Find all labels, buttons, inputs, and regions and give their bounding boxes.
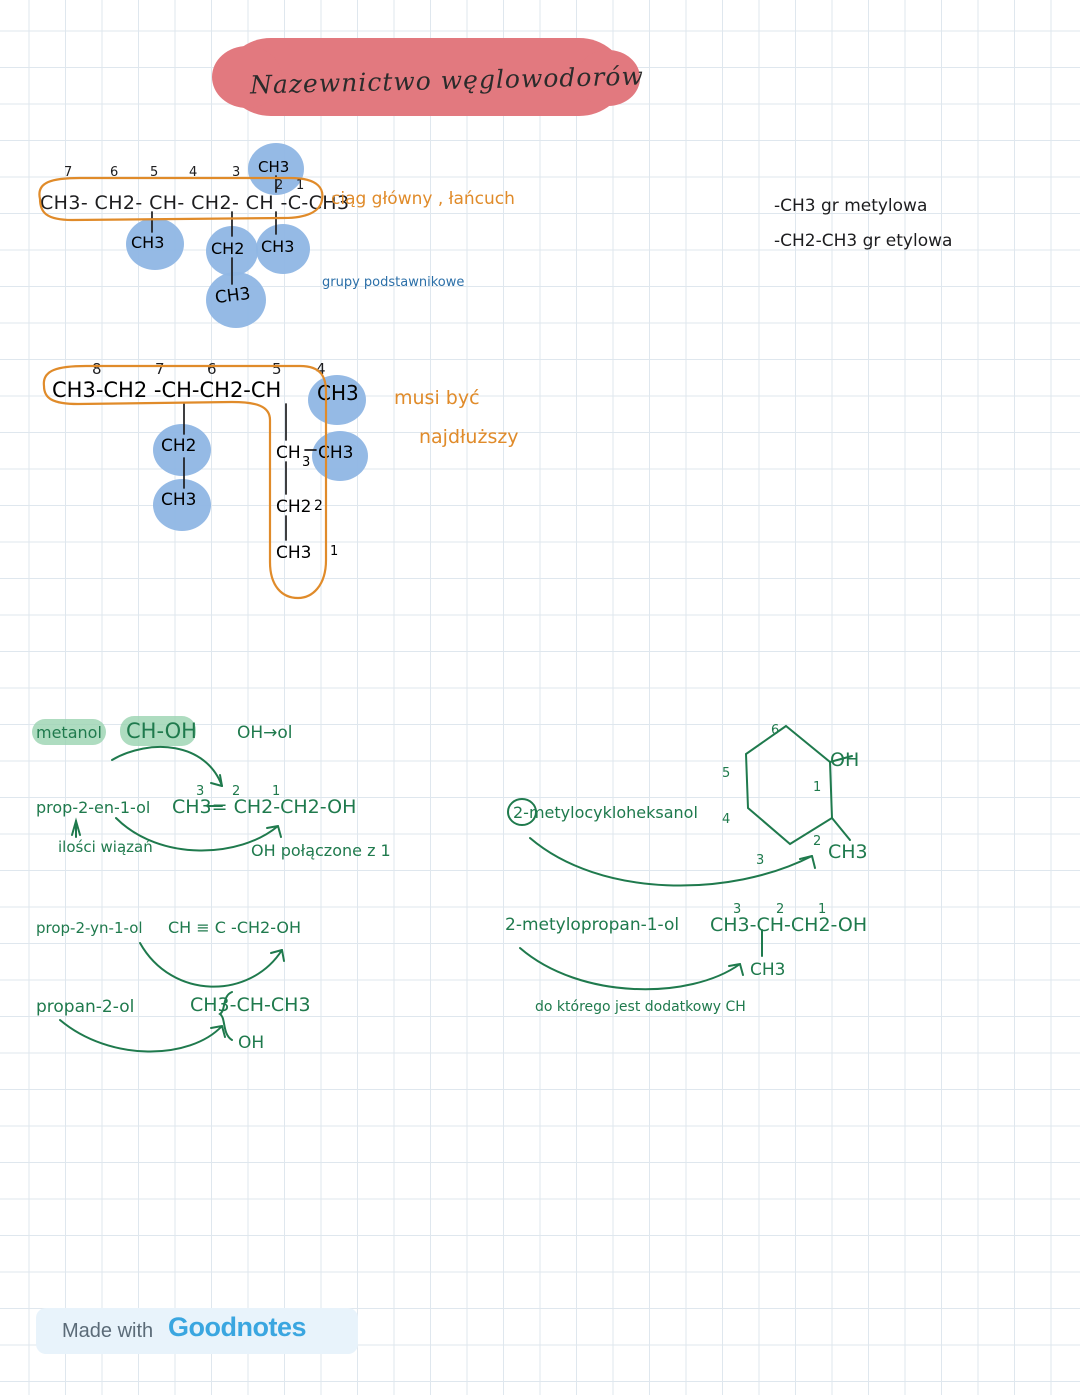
chain2-branch-left-ch2: CH2 xyxy=(161,436,197,456)
goodnotes-made-with: Made with xyxy=(62,1320,154,1342)
chain2-branch-mid-num3: 3 xyxy=(302,455,311,470)
note-bond-count: ilości wiązań xyxy=(58,838,153,856)
formula2-num-2: 2 xyxy=(776,902,785,917)
chain2-branch-mid-ch2: CH2 xyxy=(276,497,312,517)
note-longest: najdłuższy xyxy=(419,426,519,448)
goodnotes-footer xyxy=(36,1308,358,1354)
chain2-number-5: 5 xyxy=(272,360,282,378)
chain2-branch-mid-num2: 2 xyxy=(314,498,323,514)
label-substituents: grupy podstawnikowe xyxy=(322,275,465,290)
highlight-metanol xyxy=(32,719,106,745)
chain1-branch-ch2: CH2 xyxy=(211,239,245,258)
ring-number-6: 6 xyxy=(771,723,780,738)
alcohol-name-prop-2-yn-1-ol: prop-2-yn-1-ol xyxy=(36,919,143,937)
alcohol-name-2-metylocykloheksanol: 2-metylocykloheksanol xyxy=(513,803,698,822)
ring-number-2: 2 xyxy=(813,834,822,849)
alcohol-name-metanol: metanol xyxy=(36,723,102,742)
goodnotes-logo: Goodnotes xyxy=(168,1312,307,1342)
chain1-number-3: 3 xyxy=(232,165,241,180)
legend-ethyl: -CH2-CH3 gr etylowa xyxy=(774,231,953,251)
highlight-ch3-branch2 xyxy=(256,224,310,274)
note-to-which-attached: do którego jest dodatkowy CH xyxy=(535,999,746,1015)
chain1-top-branch-ch3: CH3 xyxy=(258,158,290,176)
chain1-main-formula: CH3- CH2- CH- CH2- CH -C-CH3 xyxy=(40,192,350,214)
highlight-ch3-branch3 xyxy=(206,272,266,328)
alcohol-name-2-metylopropan-1-ol: 2-metylopropan-1-ol xyxy=(505,915,680,935)
chain1-number-5: 5 xyxy=(150,165,159,180)
highlight-ch3-branch1 xyxy=(126,218,184,270)
formula-num-3: 3 xyxy=(196,784,205,799)
formula-num-2: 2 xyxy=(232,784,241,799)
chain1-number-6: 6 xyxy=(110,165,119,180)
chain1-number-4: 4 xyxy=(189,165,198,180)
ring-oh-label: OH xyxy=(830,749,860,771)
alcohol-name-prop-2-en-1-ol: prop-2-en-1-ol xyxy=(36,798,151,817)
ring-number-4: 4 xyxy=(722,812,731,827)
chain2-number-4: 4 xyxy=(316,360,326,378)
chain2-main-formula: CH3-CH2 -CH-CH2-CH xyxy=(52,378,282,402)
note-must-be: musi być xyxy=(394,387,480,409)
alcohol-formula-prop-2-en-1-ol: CH3= CH2-CH2-OH xyxy=(172,796,357,818)
formula2-num-3: 3 xyxy=(733,902,742,917)
alcohol-formula-metanol: CH-OH xyxy=(126,719,197,743)
ring-ch3-label: CH3 xyxy=(828,841,868,863)
alcohol-name-propan-2-ol: propan-2-ol xyxy=(36,997,135,1017)
ring-number-1: 1 xyxy=(813,780,822,795)
alcohol-formula-prop-2-yn-1-ol: CH ≡ C -CH2-OH xyxy=(168,918,302,937)
chain2-number-6: 6 xyxy=(207,360,217,378)
ring-number-5: 5 xyxy=(722,766,731,781)
chain2-number-7: 7 xyxy=(155,360,165,378)
chain2-branch-mid-num1: 1 xyxy=(330,544,339,559)
chain2-branch-left-ch3: CH3 xyxy=(161,490,197,510)
label-main-chain: ciąg główny , łańcuch xyxy=(331,189,515,209)
alcohol-formula-2-metylopropan-1-ol: CH3-CH-CH2-OH xyxy=(710,914,868,936)
ring-number-3: 3 xyxy=(756,853,765,868)
chain2-branch-mid-ch3b: CH3 xyxy=(276,543,312,563)
alcohol-formula-propan-2-ol-oh: OH xyxy=(238,1033,265,1053)
note-oh-attached: OH połączone z 1 xyxy=(251,841,391,860)
chain1-number-7: 7 xyxy=(64,165,73,180)
chain1-number-2: 2 xyxy=(275,178,284,193)
legend-methyl: -CH3 gr metylowa xyxy=(774,196,928,216)
chain2-number-8: 8 xyxy=(92,360,102,378)
chain2-branch-mid-ch3: CH3 xyxy=(318,443,354,463)
highlight-ch-oh xyxy=(120,716,196,746)
alcohol-formula-propan-2-ol: CH3-CH-CH3 xyxy=(190,994,311,1016)
chain1-branch-ch3-3: CH3 xyxy=(213,283,252,309)
formula2-branch-ch3: CH3 xyxy=(750,960,786,980)
alcohol-note-ol: OH→ol xyxy=(237,723,293,743)
formula2-num-1: 1 xyxy=(818,902,827,917)
chain1-branch-ch3-1: CH3 xyxy=(131,233,165,252)
formula-num-1: 1 xyxy=(272,784,281,799)
chain1-number-1: 1 xyxy=(296,178,305,193)
title-highlight-blob xyxy=(212,38,640,116)
chain1-branch-ch3-2: CH3 xyxy=(261,237,295,256)
chain2-tail-ch3: CH3 xyxy=(317,381,359,405)
chain2-branch-mid-ch: CH xyxy=(276,443,301,463)
